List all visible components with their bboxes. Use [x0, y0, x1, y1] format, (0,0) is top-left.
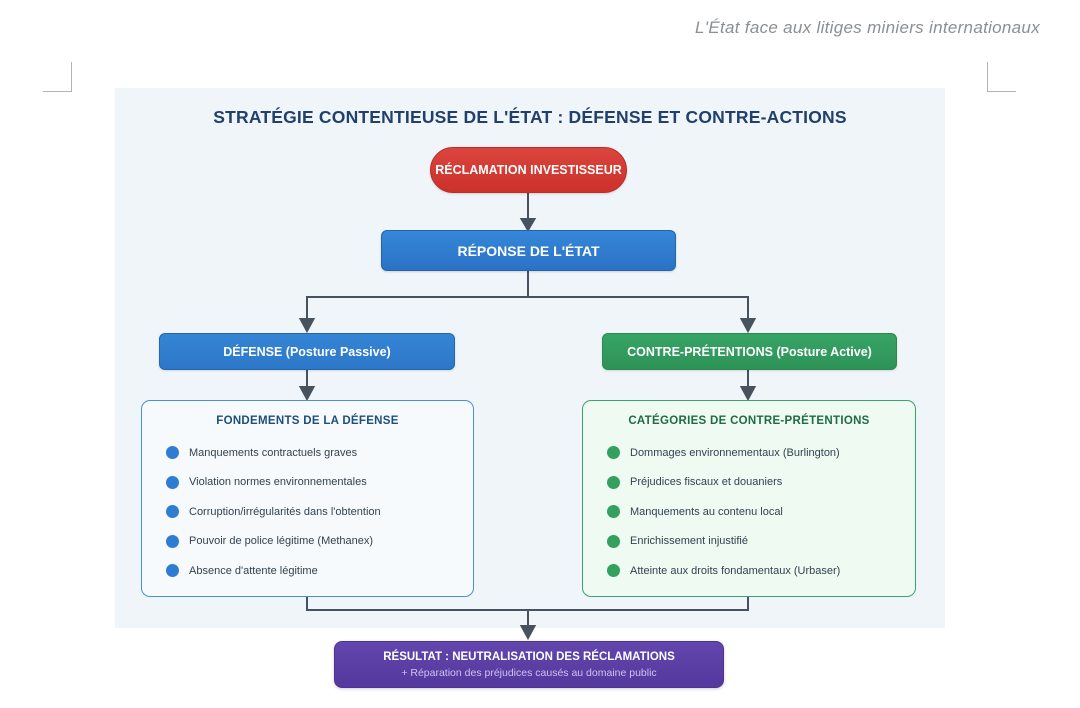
- list-item: Enrichissement injustifié: [583, 527, 915, 557]
- defense-foundations-panel: FONDEMENTS DE LA DÉFENSE Manquements con…: [141, 400, 474, 597]
- bullet-icon: [607, 564, 620, 578]
- result-title: RÉSULTAT : NEUTRALISATION DES RÉCLAMATIO…: [383, 650, 675, 663]
- list-item: Atteinte aux droits fondamentaux (Urbase…: [583, 556, 915, 586]
- counterclaim-categories-panel: CATÉGORIES DE CONTRE-PRÉTENTIONS Dommage…: [582, 400, 916, 597]
- node-state-response: RÉPONSE DE L'ÉTAT: [381, 230, 676, 271]
- bullet-icon: [607, 446, 620, 460]
- bullet-icon: [607, 505, 620, 519]
- bullet-icon: [166, 505, 179, 519]
- list-item-label: Pouvoir de police légitime (Methanex): [189, 535, 374, 548]
- counter-panel-title: CATÉGORIES DE CONTRE-PRÉTENTIONS: [628, 415, 870, 427]
- corner-mark-right: [987, 62, 1016, 92]
- list-item-label: Violation normes environnementales: [189, 476, 367, 489]
- bullet-icon: [607, 534, 620, 548]
- list-item: Corruption/irrégularités dans l'obtentio…: [142, 497, 473, 527]
- list-item: Pouvoir de police légitime (Methanex): [142, 527, 473, 557]
- list-item: Violation normes environnementales: [142, 468, 473, 498]
- list-item-label: Dommages environnementaux (Burlington): [630, 446, 840, 459]
- node-result: RÉSULTAT : NEUTRALISATION DES RÉCLAMATIO…: [334, 641, 724, 688]
- list-item-label: Préjudices fiscaux et douaniers: [630, 476, 783, 489]
- bullet-icon: [607, 475, 620, 489]
- defense-item-list: Manquements contractuels graves Violatio…: [142, 438, 473, 586]
- node-investor-claim-label: RÉCLAMATION INVESTISSEUR: [435, 163, 622, 177]
- list-item: Dommages environnementaux (Burlington): [583, 438, 915, 468]
- bullet-icon: [166, 564, 179, 578]
- list-item: Absence d'attente légitime: [142, 556, 473, 586]
- defense-panel-title: FONDEMENTS DE LA DÉFENSE: [216, 415, 399, 427]
- bullet-icon: [166, 534, 179, 548]
- node-counterclaims-branch-label: CONTRE-PRÉTENTIONS (Posture Active): [627, 344, 872, 359]
- list-item-label: Atteinte aux droits fondamentaux (Urbase…: [630, 564, 841, 577]
- node-counterclaims-branch: CONTRE-PRÉTENTIONS (Posture Active): [602, 333, 897, 370]
- list-item-label: Manquements au contenu local: [630, 505, 783, 518]
- list-item: Manquements au contenu local: [583, 497, 915, 527]
- bullet-icon: [166, 446, 179, 460]
- list-item-label: Enrichissement injustifié: [630, 535, 748, 548]
- node-defense-branch-label: DÉFENSE (Posture Passive): [223, 344, 391, 359]
- counter-item-list: Dommages environnementaux (Burlington) P…: [583, 438, 915, 586]
- node-investor-claim: RÉCLAMATION INVESTISSEUR: [430, 147, 627, 193]
- list-item: Manquements contractuels graves: [142, 438, 473, 468]
- list-item: Préjudices fiscaux et douaniers: [583, 468, 915, 498]
- result-subtitle: + Réparation des préjudices causés au do…: [401, 666, 657, 679]
- list-item-label: Absence d'attente légitime: [189, 564, 318, 577]
- diagram-title: STRATÉGIE CONTENTIEUSE DE L'ÉTAT : DÉFEN…: [213, 107, 847, 127]
- list-item-label: Corruption/irrégularités dans l'obtentio…: [189, 505, 381, 518]
- node-state-response-label: RÉPONSE DE L'ÉTAT: [457, 242, 600, 259]
- bullet-icon: [166, 475, 179, 489]
- node-defense-branch: DÉFENSE (Posture Passive): [159, 333, 455, 370]
- document-header: L'État face aux litiges miniers internat…: [695, 18, 1040, 37]
- corner-mark-left: [43, 62, 72, 92]
- list-item-label: Manquements contractuels graves: [189, 446, 358, 459]
